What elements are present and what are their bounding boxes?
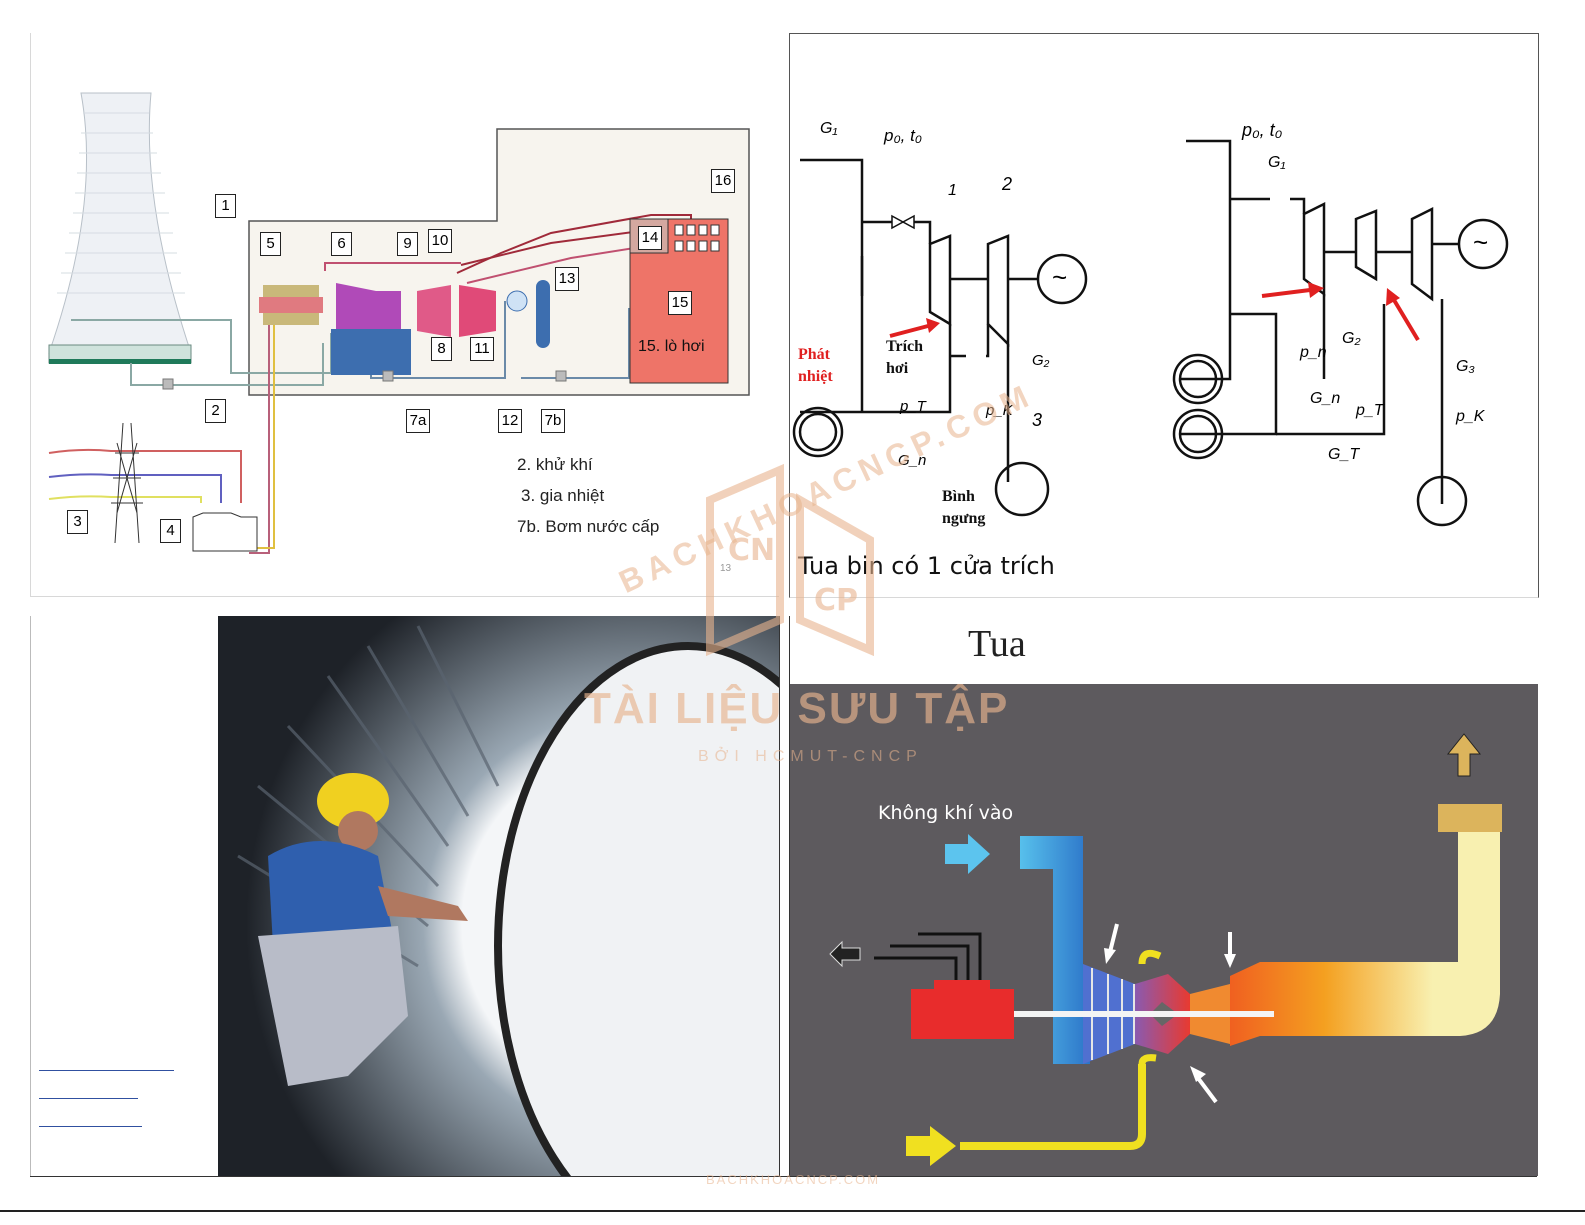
cooling-tower-icon bbox=[48, 92, 192, 364]
gas-turbine-panel: Không khí vào bbox=[790, 684, 1538, 1176]
condenser-icon bbox=[331, 329, 411, 375]
label-2: 2 bbox=[205, 399, 226, 423]
label-7b: 7b bbox=[541, 409, 565, 433]
label-7a: 7a bbox=[406, 409, 430, 433]
symbol-pT: p_T bbox=[900, 398, 926, 415]
symbol-right-G2: G₂ bbox=[1342, 330, 1361, 347]
air-inlet-label: Không khí vào bbox=[878, 802, 1014, 824]
slide-gas-turbine: Tua bbox=[789, 616, 1538, 1176]
turbine-worker-photo bbox=[218, 616, 779, 1176]
slide-caption: Tua bin có 1 cửa trích bbox=[798, 552, 1055, 580]
fuel-inlet-arrow-icon bbox=[906, 1126, 956, 1166]
gas-turbine-diagram bbox=[829, 733, 1502, 1166]
deaerator-tank-icon bbox=[536, 280, 550, 348]
condenser-label: Bình ngưng bbox=[942, 488, 986, 527]
watermark-logo-cp: CP bbox=[814, 583, 858, 618]
label-14: 14 bbox=[638, 226, 662, 250]
air-intake-duct bbox=[1020, 836, 1090, 1064]
transformer-icon bbox=[192, 512, 258, 552]
symbol-turbine-2: 2 bbox=[1002, 174, 1013, 194]
slide-power-plant-schematic: 1 2 3 4 5 6 7a 7b 8 9 10 11 12 13 14 15 … bbox=[30, 33, 779, 597]
label-16: 16 bbox=[711, 169, 735, 193]
symbol-pK: p_K bbox=[986, 402, 1013, 419]
shaft bbox=[1014, 1011, 1274, 1017]
label-6: 6 bbox=[331, 232, 352, 256]
legend-item: 7b. Bơm nước cấp bbox=[517, 517, 660, 536]
exhaust-duct bbox=[1230, 816, 1500, 1046]
low-pressure-turbine-icon bbox=[336, 283, 401, 339]
slide-number: 13 bbox=[720, 563, 732, 574]
symbol-G3: G₃ bbox=[1456, 358, 1475, 375]
generator-symbol: ~ bbox=[1052, 262, 1068, 292]
page-bottom-rule bbox=[0, 1210, 1585, 1212]
symbol-G2: G₂ bbox=[1032, 352, 1050, 369]
hardhat-icon bbox=[317, 773, 389, 829]
extraction-label: Trích hơi bbox=[886, 338, 924, 377]
exhaust-out-arrow-icon bbox=[1446, 733, 1482, 777]
symbol-p0-t0: p₀, t₀ bbox=[884, 126, 922, 145]
symbol-GT: G_T bbox=[1328, 446, 1360, 463]
power-plant-diagram bbox=[48, 92, 750, 554]
air-inlet-arrow-icon bbox=[945, 834, 990, 874]
exhaust-stack-cap bbox=[1438, 804, 1502, 832]
extraction-turbine-diagrams bbox=[792, 139, 1509, 527]
label-3: 3 bbox=[67, 510, 88, 534]
hyperlink-underline[interactable] bbox=[39, 1098, 138, 1099]
heat-label: Phát nhiệt bbox=[798, 346, 833, 385]
label-11: 11 bbox=[470, 337, 494, 361]
hyperlink-underline[interactable] bbox=[39, 1126, 142, 1127]
watermark-logo-cn: CN bbox=[728, 533, 775, 568]
slide-turbine-photo bbox=[30, 616, 780, 1176]
label-13: 13 bbox=[555, 267, 579, 291]
symbol-right-Gn: G_n bbox=[1310, 390, 1341, 407]
fuel-line bbox=[960, 1064, 1146, 1150]
symbol-condenser-3: 3 bbox=[1032, 410, 1043, 430]
label-9: 9 bbox=[397, 232, 418, 256]
symbol-turbine-1: 1 bbox=[948, 182, 957, 199]
label-10: 10 bbox=[428, 229, 452, 253]
slide-title: Tua bbox=[968, 623, 1026, 665]
symbol-right-p0-t0: p₀, t₀ bbox=[1242, 120, 1283, 140]
label-1: 1 bbox=[215, 194, 236, 218]
generator-symbol-right: ~ bbox=[1473, 227, 1489, 257]
label-4: 4 bbox=[160, 519, 181, 543]
slide-extraction-turbine: G₁ p₀, t₀ 1 2 ~ p_T G_n p_K G₂ 3 Phát nh… bbox=[789, 33, 1539, 598]
turbine-photo-illustration bbox=[218, 616, 779, 1176]
label-8: 8 bbox=[431, 337, 452, 361]
hyperlink-underline[interactable] bbox=[39, 1070, 174, 1071]
label-12: 12 bbox=[498, 409, 522, 433]
legend-item: 3. gia nhiệt bbox=[521, 486, 605, 505]
slide-bottom-rule bbox=[30, 1176, 1537, 1177]
legend: 2. khử khí 3. gia nhiệt 7b. Bơm nước cấp bbox=[517, 449, 659, 542]
watermark-logo-icon: CN CP bbox=[706, 463, 874, 657]
generator-block-icon bbox=[911, 989, 1014, 1039]
symbol-pn: p_n bbox=[1300, 344, 1327, 361]
symbol-G1: G₁ bbox=[820, 120, 838, 137]
label-5: 5 bbox=[260, 232, 281, 256]
symbol-right-pK: p_K bbox=[1456, 408, 1485, 425]
symbol-right-G1: G₁ bbox=[1268, 154, 1286, 171]
label-15: 15 bbox=[668, 291, 692, 315]
legend-item: 2. khử khí bbox=[517, 455, 593, 474]
power-pylon-icon bbox=[111, 422, 143, 544]
symbol-right-pT: p_T bbox=[1356, 402, 1384, 419]
symbol-Gn: G_n bbox=[898, 452, 927, 469]
boiler-label: 15. lò hơi bbox=[638, 338, 705, 355]
power-out-arrow-icon bbox=[829, 940, 861, 968]
